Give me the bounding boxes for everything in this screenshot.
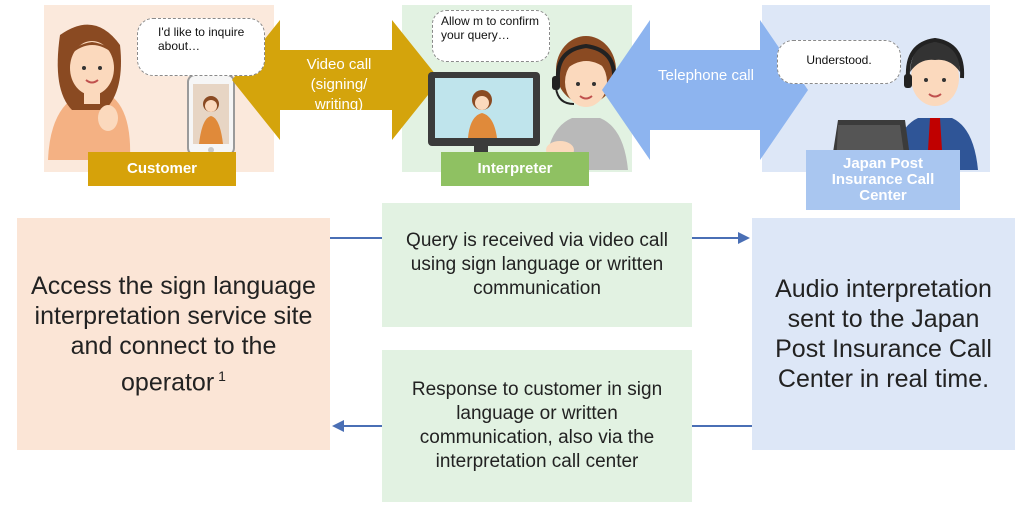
telephone-call-arrow [602,20,808,160]
response-box: Response to customer in sign language or… [382,350,692,502]
video-call-arrow [232,20,440,140]
access-service-text-main: Access the sign language interpretation … [31,271,316,397]
interpreter-label: Interpreter [441,152,589,186]
interpreter-speech-bubble: Allow m to confirm your query… [432,10,550,62]
query-received-box: Query is received via video call using s… [382,203,692,327]
customer-person-icon [48,24,131,160]
access-service-text: Access the sign language interpretation … [27,271,320,397]
arrowhead-right [738,232,750,244]
call-center-speech-bubble: Understood. [777,40,901,84]
access-service-box: Access the sign language interpretation … [17,218,330,450]
customer-label: Customer [88,152,236,186]
video-call-label: Video call (signing/ writing) [306,56,372,113]
customer-speech-bubble: I'd like to inquire about… [137,18,265,76]
monitor-icon [428,72,540,161]
footnote-marker: 1 [218,367,226,384]
audio-interpretation-box: Audio interpretation sent to the Japan P… [752,218,1015,450]
call-center-label: Japan Post Insurance Call Center [806,150,960,210]
smartphone-icon [187,74,235,156]
telephone-call-label: Telephone call [658,67,754,84]
arrowhead-left [332,420,344,432]
